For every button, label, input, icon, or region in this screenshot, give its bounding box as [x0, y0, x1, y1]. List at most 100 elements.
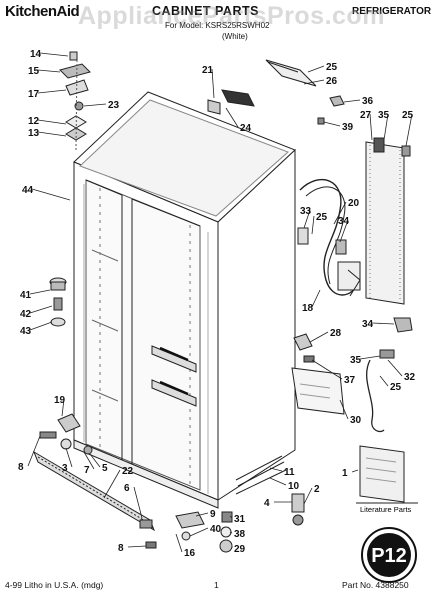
leader-line-c44 — [31, 188, 71, 201]
footer-litho: 4-99 Litho in U.S.A. (mdg) — [5, 580, 104, 590]
bottom-right-parts — [235, 455, 305, 526]
callout-label-c26: 26 — [326, 76, 338, 87]
callout-label-c29: 29 — [234, 544, 246, 555]
model-subtitle: For Model: KSRS25RSWH02 — [165, 21, 270, 30]
callout-label-c34b: 34 — [362, 319, 374, 330]
leader-line-c1 — [351, 469, 359, 473]
leader-line-c35b — [359, 355, 381, 360]
callout-label-c21: 21 — [202, 65, 214, 76]
p12-badge-text: P12 — [371, 545, 407, 567]
callout-label-c40: 40 — [210, 524, 222, 535]
leader-line-c16 — [175, 533, 183, 553]
watermark: AppliancePartsPros.com — [78, 2, 385, 30]
callout-label-c15: 15 — [28, 66, 40, 77]
lower-right-parts — [291, 317, 413, 433]
leader-line-c23 — [83, 103, 107, 107]
callout-label-c8a: 8 — [18, 462, 24, 473]
cabinet-body — [73, 91, 296, 509]
callout-label-c20: 20 — [348, 198, 360, 209]
leader-line-c19 — [61, 398, 65, 417]
leader-line-c38 — [229, 531, 233, 534]
callout-label-c3: 3 — [62, 463, 68, 474]
leader-line-c36 — [343, 99, 361, 103]
lower-left-parts — [32, 413, 156, 532]
leader-line-c11 — [269, 467, 283, 472]
callout-label-c39: 39 — [342, 122, 354, 133]
callout-label-c36: 36 — [362, 96, 374, 107]
leader-line-c12 — [37, 119, 67, 125]
callout-label-c42: 42 — [20, 309, 32, 320]
wiring-harness — [297, 179, 361, 297]
leader-line-c41 — [29, 289, 51, 295]
leader-line-c15 — [37, 69, 61, 73]
leader-line-c13 — [37, 131, 67, 137]
callout-label-c18: 18 — [302, 303, 314, 314]
callout-label-c35a: 35 — [378, 110, 390, 121]
leader-line-c32 — [387, 359, 403, 377]
leader-line-c24 — [225, 107, 239, 128]
callout-label-c7: 7 — [84, 465, 90, 476]
callout-label-c19: 19 — [54, 395, 66, 406]
bottom-center-parts — [139, 511, 233, 553]
leader-line-c10 — [269, 477, 287, 486]
leader-line-c40 — [189, 527, 209, 537]
diagram-title: CABINET PARTS — [152, 4, 259, 18]
callout-label-c25b: 25 — [402, 110, 414, 121]
callout-label-c27: 27 — [360, 110, 372, 121]
callout-label-c38: 38 — [234, 529, 246, 540]
leader-line-c27 — [369, 113, 373, 141]
callout-label-c11: 11 — [284, 467, 295, 478]
callout-label-c4: 4 — [264, 498, 270, 509]
callout-label-c1: 1 — [342, 468, 348, 479]
callout-label-c35b: 35 — [350, 355, 362, 366]
callout-label-c2: 2 — [314, 484, 320, 495]
leader-line-c5 — [89, 453, 101, 468]
leveling-leg-parts — [49, 277, 67, 327]
callout-label-c25d: 25 — [390, 382, 402, 393]
leader-line-c26 — [303, 79, 325, 85]
color-note: (White) — [222, 32, 248, 41]
callout-label-c31: 31 — [234, 514, 246, 525]
callout-label-c9: 9 — [210, 509, 216, 520]
leader-line-c28 — [309, 331, 329, 343]
leader-line-c34a — [339, 219, 349, 243]
leader-line-c43 — [29, 321, 53, 331]
leader-line-c2 — [303, 487, 313, 505]
leader-line-c14 — [39, 52, 69, 57]
leader-lines — [27, 52, 413, 553]
callout-label-c22: 22 — [122, 466, 134, 477]
callout-label-c28: 28 — [330, 328, 342, 339]
leader-line-c34b — [371, 322, 395, 325]
literature-booklet: Literature Parts — [356, 445, 418, 514]
top-hinge-assembly — [59, 51, 91, 151]
callout-label-c30: 30 — [350, 415, 362, 426]
leader-line-c8b — [127, 545, 147, 548]
top-trim-parts — [207, 59, 345, 125]
callout-label-c33: 33 — [300, 206, 312, 217]
callout-label-c14: 14 — [30, 49, 42, 60]
callout-label-c25a: 25 — [326, 62, 338, 73]
leader-line-c8a — [27, 435, 41, 467]
leader-line-c35a — [383, 113, 389, 141]
leader-line-c3 — [65, 447, 73, 468]
callout-label-c34a: 34 — [338, 216, 350, 227]
callout-label-c6: 6 — [124, 483, 130, 494]
leader-line-c25a — [307, 65, 325, 73]
leader-line-c25c — [311, 215, 315, 235]
literature-label: Literature Parts — [360, 505, 412, 514]
footer-page-number: 1 — [214, 580, 219, 590]
leader-line-c6 — [133, 486, 143, 519]
leader-line-c25d — [379, 375, 389, 387]
leader-line-c17 — [37, 89, 67, 94]
callout-label-c5: 5 — [102, 463, 108, 474]
leader-line-c30 — [339, 399, 349, 420]
leader-line-c42 — [29, 305, 53, 314]
callout-label-c10: 10 — [288, 481, 300, 492]
callout-label-c41: 41 — [20, 290, 32, 301]
p12-badge: P12 — [361, 527, 417, 583]
callout-label-c44: 44 — [22, 185, 34, 196]
leader-line-c25b — [405, 113, 413, 147]
